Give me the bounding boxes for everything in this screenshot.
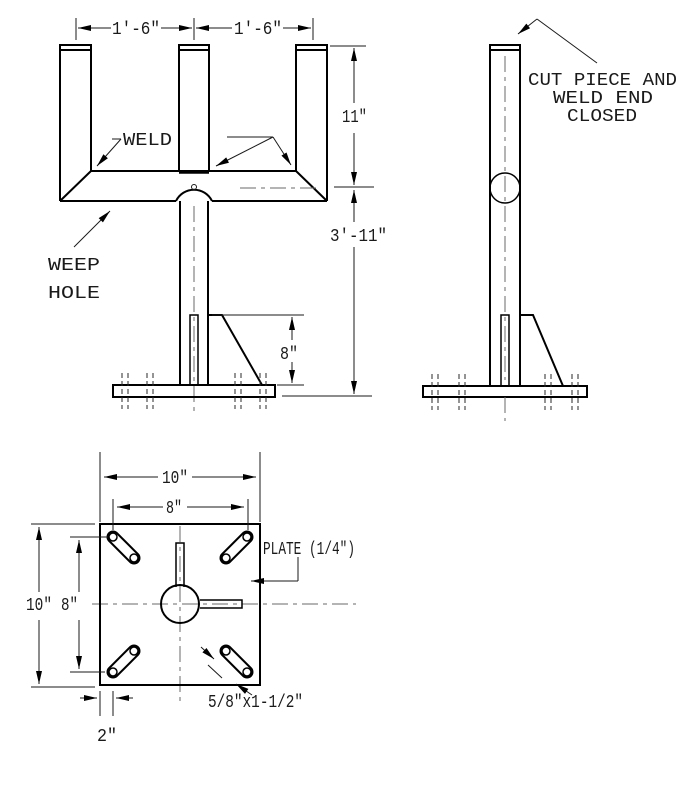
dim-11-text: 11" — [342, 108, 367, 128]
front-middle-post-cap — [178, 44, 210, 51]
dim-upright-height: 11" — [330, 45, 374, 188]
slot-top-left — [106, 530, 141, 565]
side-hole — [489, 172, 521, 204]
front-right-post-cap — [295, 44, 328, 51]
plan-gusset-north — [175, 542, 185, 587]
dim-8-text: 8" — [280, 345, 298, 365]
dim-gusset-height: 8" — [212, 314, 304, 386]
side-view: CUT PIECE AND WELD END CLOSED — [422, 18, 677, 421]
front-left-post-cap — [59, 44, 92, 51]
cut-note-line1: CUT PIECE AND — [528, 71, 677, 91]
side-post-cap — [489, 44, 521, 51]
dim-post-spacing: 1'-6" 1'-6" — [75, 18, 314, 40]
weld-callout: WELD — [96, 131, 292, 167]
plate-callout: PLATE (1/4") — [251, 540, 355, 584]
weld-label: WELD — [123, 131, 172, 151]
dim-corner-offset: 2" — [80, 691, 133, 747]
plan-view: 10" 8" 10" 8" 2" — [26, 452, 356, 747]
dim-plan-left-8-text: 8" — [61, 596, 78, 616]
slot-size-callout: 5/8"x1-1/2" — [200, 646, 303, 713]
dim-2-text: 2" — [97, 727, 117, 747]
plan-post-circle — [160, 584, 200, 624]
cut-note-line2: WELD END — [553, 89, 653, 109]
side-gusset-triangle — [520, 314, 564, 387]
plate-label: PLATE (1/4") — [263, 540, 355, 560]
plan-gusset-east — [200, 599, 243, 609]
slot-bottom-right — [219, 644, 254, 679]
dim-overall-height: 3'-11" — [282, 190, 387, 397]
dim-bolt-spacing-horizontal: 8" — [112, 499, 249, 530]
slot-bottom-left — [106, 644, 141, 679]
slot-size-label: 5/8"x1-1/2" — [208, 693, 303, 713]
front-view: 1'-6" 1'-6" 11" 3'-11" 8" WELD — [48, 18, 387, 412]
dim-3-11-text: 3'-11" — [330, 227, 387, 247]
dim-plan-top-8-text: 8" — [166, 499, 182, 519]
weep-hole-callout: WEEP HOLE — [48, 210, 111, 304]
side-outline — [489, 50, 521, 386]
dim-spacing-right-text: 1'-6" — [234, 20, 282, 40]
dim-plate-width: 10" — [99, 452, 261, 522]
dim-plan-left-10-text: 10" — [26, 596, 52, 616]
front-base-plate — [112, 384, 276, 398]
plan-slotted-holes — [106, 530, 254, 679]
weep-hole — [191, 184, 197, 190]
cut-note-line3: CLOSED — [567, 107, 637, 127]
front-anchor-bolt-holes — [121, 373, 267, 409]
weep-hole-label-line1: WEEP — [48, 256, 100, 276]
dim-spacing-left-text: 1'-6" — [112, 20, 160, 40]
slot-top-right — [219, 530, 254, 565]
cut-piece-note: CUT PIECE AND WELD END CLOSED — [517, 18, 677, 127]
dim-plate-depth: 10" — [26, 523, 95, 688]
side-anchor-bolt-holes — [431, 374, 579, 410]
side-base-plate — [422, 385, 588, 398]
plan-base-plate — [99, 523, 261, 686]
weep-hole-label-line2: HOLE — [48, 284, 100, 304]
dim-plan-top-10-text: 10" — [162, 469, 188, 489]
dim-bolt-spacing-vertical: 8" — [61, 536, 108, 673]
